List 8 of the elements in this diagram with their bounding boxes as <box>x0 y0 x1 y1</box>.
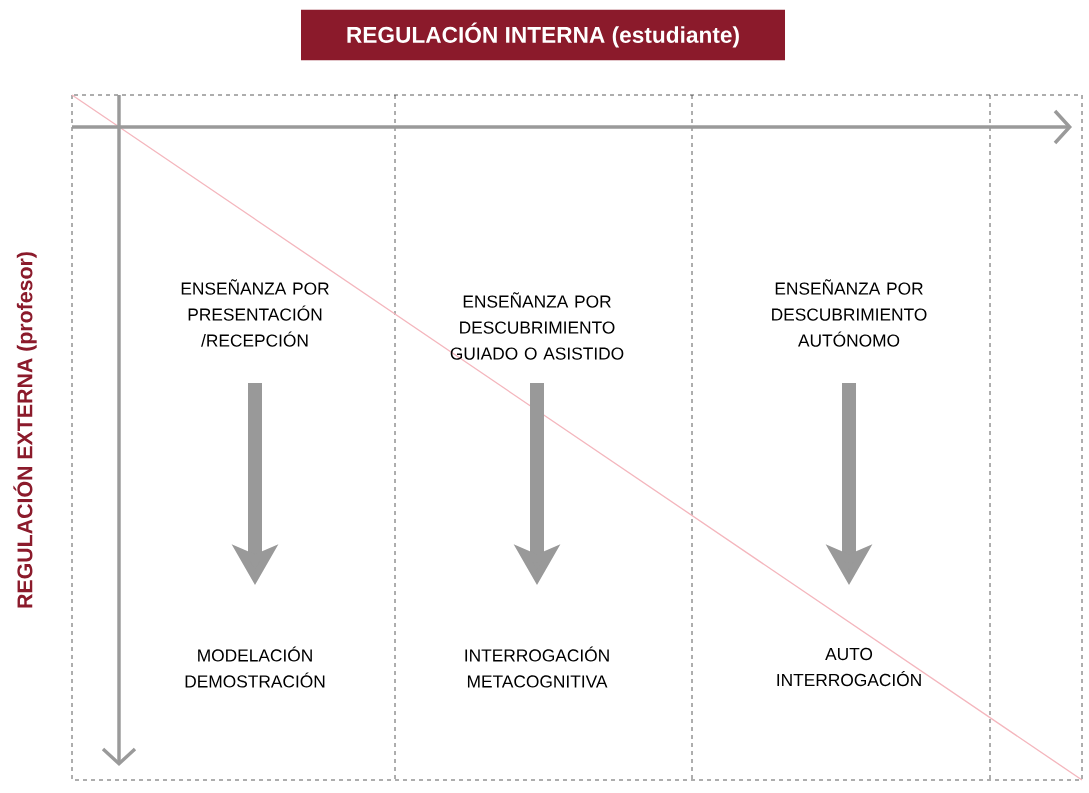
stage-text: ENSEÑANZA POR PRESENTACIÓN /RECEPCIÓN <box>181 279 329 347</box>
stage-text: MODELACIÓN DEMOSTRACIÓN <box>185 646 325 688</box>
stage-text: ENSEÑANZA POR DESCUBRIMIENTO AUTÓNOMO <box>772 279 927 347</box>
stage-text: AUTO INTERROGACIÓN <box>777 647 921 687</box>
title-band: REGULACIÓN INTERNA (estudiante) <box>301 9 785 61</box>
stage-text: ENSEÑANZA POR DESCUBRIMIENTO GUIADO O ASISTIDO <box>450 292 624 360</box>
axis-label: REGULACIÓN EXTERNA (profesor) <box>13 252 37 608</box>
stage-text: INTERROGACIÓN METACOGNITIVA <box>465 646 609 688</box>
